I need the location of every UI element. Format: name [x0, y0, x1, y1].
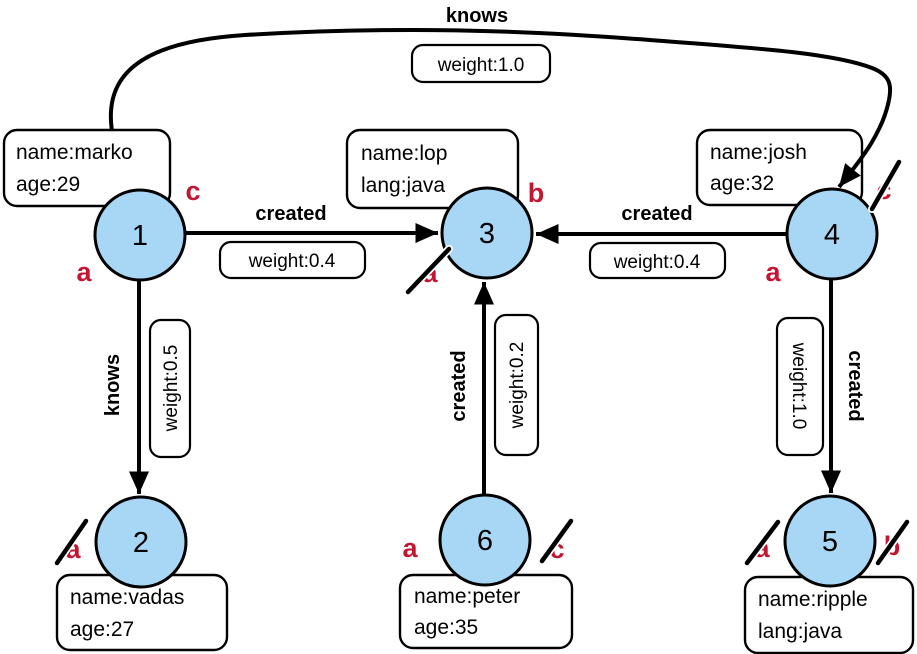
- property-box-peter: name:peter age:35: [398, 573, 574, 650]
- edge-label-created-6-3: created: [448, 350, 470, 421]
- property-line: lang:java: [758, 620, 842, 643]
- property-line: lang:java: [361, 174, 445, 197]
- strike-mark-c-vertex-4: [868, 158, 903, 213]
- edge-lines: [108, 27, 893, 495]
- vertex-3: 3: [440, 186, 534, 280]
- weight-box-knows-1-2: weight:0.5: [148, 318, 192, 459]
- vertex-id: 4: [824, 219, 840, 251]
- property-line: name:ripple: [758, 588, 868, 611]
- step-marks: c a b a c a a a c a: [53, 158, 911, 567]
- vertex-id: 6: [477, 525, 493, 557]
- weight-value: weight:1.0: [788, 342, 809, 430]
- vertex-1: 1: [93, 188, 187, 282]
- vertices: 1 3 4 2 6 5: [93, 186, 879, 589]
- vertex-id: 3: [479, 218, 495, 250]
- weight-value: weight:0.2: [507, 342, 528, 430]
- edge-label-created-4-5: created: [844, 350, 866, 421]
- weight-value: weight:0.4: [248, 251, 336, 272]
- property-line: name:josh: [710, 141, 807, 164]
- mark-a-vertex-4: a: [765, 257, 781, 287]
- vertex-2: 2: [94, 495, 188, 589]
- strike-mark-a-vertex-2: [53, 517, 90, 567]
- edge-label-knows-1-4: knows: [446, 5, 508, 27]
- property-box-vadas: name:vadas age:27: [55, 573, 229, 652]
- strike-mark-b-vertex-5: [874, 518, 911, 567]
- vertex-5: 5: [783, 494, 877, 588]
- property-line: name:vadas: [70, 586, 184, 609]
- weight-boxes: weight:1.0 weight:0.4 weight:0.4 weight:…: [148, 43, 825, 459]
- weight-value: weight:0.4: [613, 252, 701, 273]
- mark-a-vertex-6: a: [402, 533, 418, 563]
- property-box-josh: name:josh age:32: [695, 128, 864, 207]
- edge-knows-1-4-arrowhead: [837, 99, 891, 189]
- edge-knows-1-4-arc: [108, 27, 893, 193]
- property-line: name:marko: [16, 141, 133, 164]
- mark-c-vertex-1: c: [185, 176, 200, 206]
- vertex-id: 1: [132, 220, 148, 252]
- property-box-ripple: name:ripple lang:java: [743, 575, 915, 654]
- property-line: age:35: [414, 616, 478, 639]
- edge-label-created-4-3: created: [621, 203, 692, 225]
- vertex-id: 2: [133, 527, 149, 559]
- weight-box-created-4-3: weight:0.4: [588, 241, 727, 280]
- strike-mark-a-vertex-5: [743, 518, 782, 567]
- vertex-6: 6: [438, 493, 532, 587]
- property-line: name:lop: [361, 142, 447, 165]
- property-box-marko: name:marko age:29: [2, 128, 172, 208]
- property-line: age:29: [16, 173, 80, 196]
- property-line: name:peter: [414, 585, 520, 608]
- weight-box-created-1-3: weight:0.4: [218, 240, 367, 280]
- weight-value: weight:1.0: [437, 55, 525, 76]
- vertex-id: 5: [822, 526, 838, 558]
- vertex-4: 4: [785, 187, 879, 281]
- property-line: age:32: [710, 172, 774, 195]
- edge-label-knows-1-2: knows: [102, 354, 124, 416]
- edge-label-created-1-3: created: [255, 203, 326, 225]
- weight-box-created-6-3: weight:0.2: [493, 313, 540, 457]
- edge-labels: knows created created knows created crea…: [100, 3, 868, 423]
- mark-a-vertex-1: a: [76, 257, 92, 287]
- strike-mark-c-vertex-6: [538, 517, 575, 565]
- strike-mark-a-vertex-3: [404, 245, 453, 296]
- weight-box-knows-1-4: weight:1.0: [410, 43, 552, 84]
- weight-box-created-4-5: weight:1.0: [775, 316, 825, 457]
- mark-b-vertex-3: b: [528, 178, 545, 208]
- property-line: age:27: [70, 618, 134, 641]
- weight-value: weight:0.5: [161, 345, 182, 433]
